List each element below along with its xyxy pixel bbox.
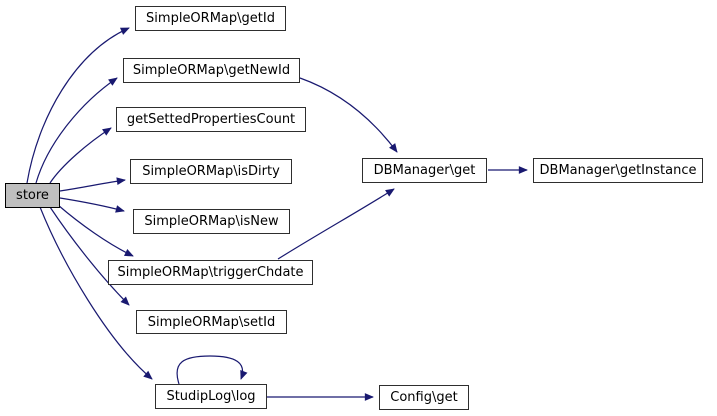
node-store-label: store	[16, 188, 49, 203]
node-setid-label: SimpleORMap\setId	[147, 314, 276, 330]
edge-log-self-loop	[176, 355, 248, 385]
edge-store-log	[39, 206, 153, 380]
edge-store-getnewid	[35, 77, 118, 184]
node-simpleormap-getnewid[interactable]: SimpleORMap\getNewId	[123, 58, 300, 83]
node-isdirty-label: SimpleORMap\isDirty	[142, 164, 280, 179]
edge-triggerchdate-dbget	[277, 188, 395, 260]
node-simpleormap-isnew[interactable]: SimpleORMap\isNew	[133, 209, 290, 234]
edge-store-isnew	[59, 197, 125, 213]
edge-store-setid	[49, 206, 130, 306]
node-log-label: StudipLog\log	[166, 389, 256, 404]
edge-store-triggerchdate	[57, 204, 134, 257]
node-getsettedpropertiescount[interactable]: getSettedPropertiesCount	[116, 107, 306, 132]
node-config-get[interactable]: Config\get	[379, 385, 469, 410]
node-dbmanager-getinstance[interactable]: DBManager\getInstance	[533, 158, 703, 183]
node-getsettedpropertiescount-label: getSettedPropertiesCount	[126, 112, 296, 127]
node-getnewid-label: SimpleORMap\getNewId	[132, 63, 291, 78]
node-simpleormap-isdirty[interactable]: SimpleORMap\isDirty	[130, 159, 292, 184]
edge-store-getsettedpropertiescount	[49, 127, 112, 184]
node-store: store	[5, 183, 60, 208]
node-simpleormap-setid[interactable]: SimpleORMap\setId	[136, 310, 287, 334]
node-dbget-label: DBManager\get	[373, 163, 476, 178]
node-studiplog-log[interactable]: StudipLog\log	[155, 384, 267, 409]
node-simpleormap-triggerchdate[interactable]: SimpleORMap\triggerChdate	[108, 260, 313, 285]
edge-store-isdirty	[59, 177, 126, 192]
node-isnew-label: SimpleORMap\isNew	[144, 214, 279, 229]
node-triggerchdate-label: SimpleORMap\triggerChdate	[117, 265, 304, 280]
node-dbmanager-get[interactable]: DBManager\get	[362, 158, 487, 183]
node-simpleormap-getid[interactable]: SimpleORMap\getId	[135, 6, 286, 31]
edge-getnewid-dbget	[299, 77, 398, 153]
node-configget-label: Config\get	[390, 390, 458, 405]
node-dbgetinstance-label: DBManager\getInstance	[539, 163, 697, 178]
node-getid-label: SimpleORMap\getId	[146, 11, 275, 26]
edge-store-getid	[26, 27, 130, 184]
